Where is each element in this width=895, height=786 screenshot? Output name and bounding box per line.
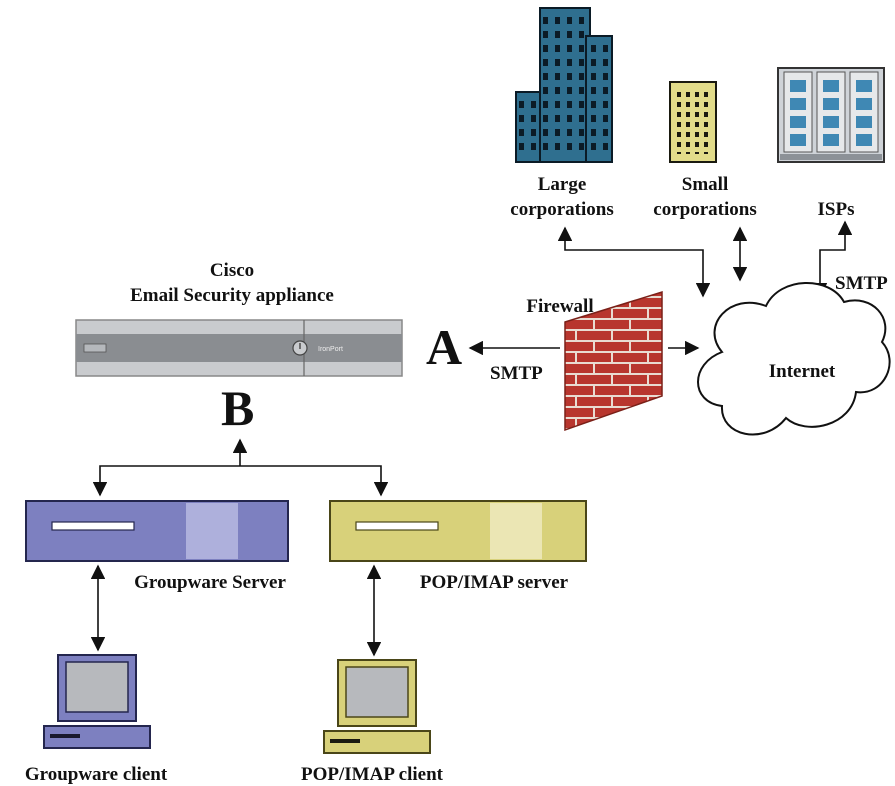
top-connectors	[557, 220, 853, 298]
isps-label: ISPs	[818, 199, 855, 220]
internet-label: Internet	[769, 361, 836, 382]
groupware-server-icon	[25, 500, 289, 562]
small-corporations-label-line2: corporations	[653, 199, 756, 220]
large-corporations-building-icon	[515, 7, 613, 163]
cisco-label: Cisco	[210, 260, 254, 281]
small-corporations-building-icon	[669, 81, 717, 163]
internet-cloud-icon	[697, 282, 891, 436]
large-corp-to-internet-arrow	[557, 226, 711, 298]
large-corporations-label-line2: corporations	[510, 199, 613, 220]
pop-imap-client-computer-icon	[323, 659, 431, 754]
small-corporations-label: Small	[682, 174, 728, 195]
firewall-label: Firewall	[526, 296, 593, 317]
smtp-isp-label: SMTP	[835, 273, 888, 294]
b-to-groupware-arrow	[92, 465, 240, 497]
b-to-pop-arrow	[240, 465, 389, 497]
firewall-icon	[564, 290, 663, 432]
email-security-appliance-label: Email Security appliance	[130, 285, 334, 306]
groupware-server-label: Groupware Server	[134, 572, 286, 593]
isp-servers-icon	[777, 67, 885, 163]
smtp-firewall-label: SMTP	[490, 363, 543, 384]
appliance-brand-label: IronPort	[318, 346, 343, 353]
groupware-client-computer-icon	[43, 654, 151, 749]
groupware-client-label: Groupware client	[25, 764, 168, 785]
pop-imap-server-label: POP/IMAP server	[420, 572, 569, 593]
marker-b: B	[221, 380, 254, 436]
pop-imap-client-label: POP/IMAP client	[301, 764, 444, 785]
b-to-servers-connector	[92, 438, 389, 497]
pop-imap-server-icon	[329, 500, 587, 562]
marker-a: A	[426, 319, 462, 375]
isp-to-internet-arrow	[812, 220, 853, 298]
cisco-email-security-appliance-icon: IronPort	[75, 319, 403, 377]
large-corporations-label: Large	[538, 174, 587, 195]
